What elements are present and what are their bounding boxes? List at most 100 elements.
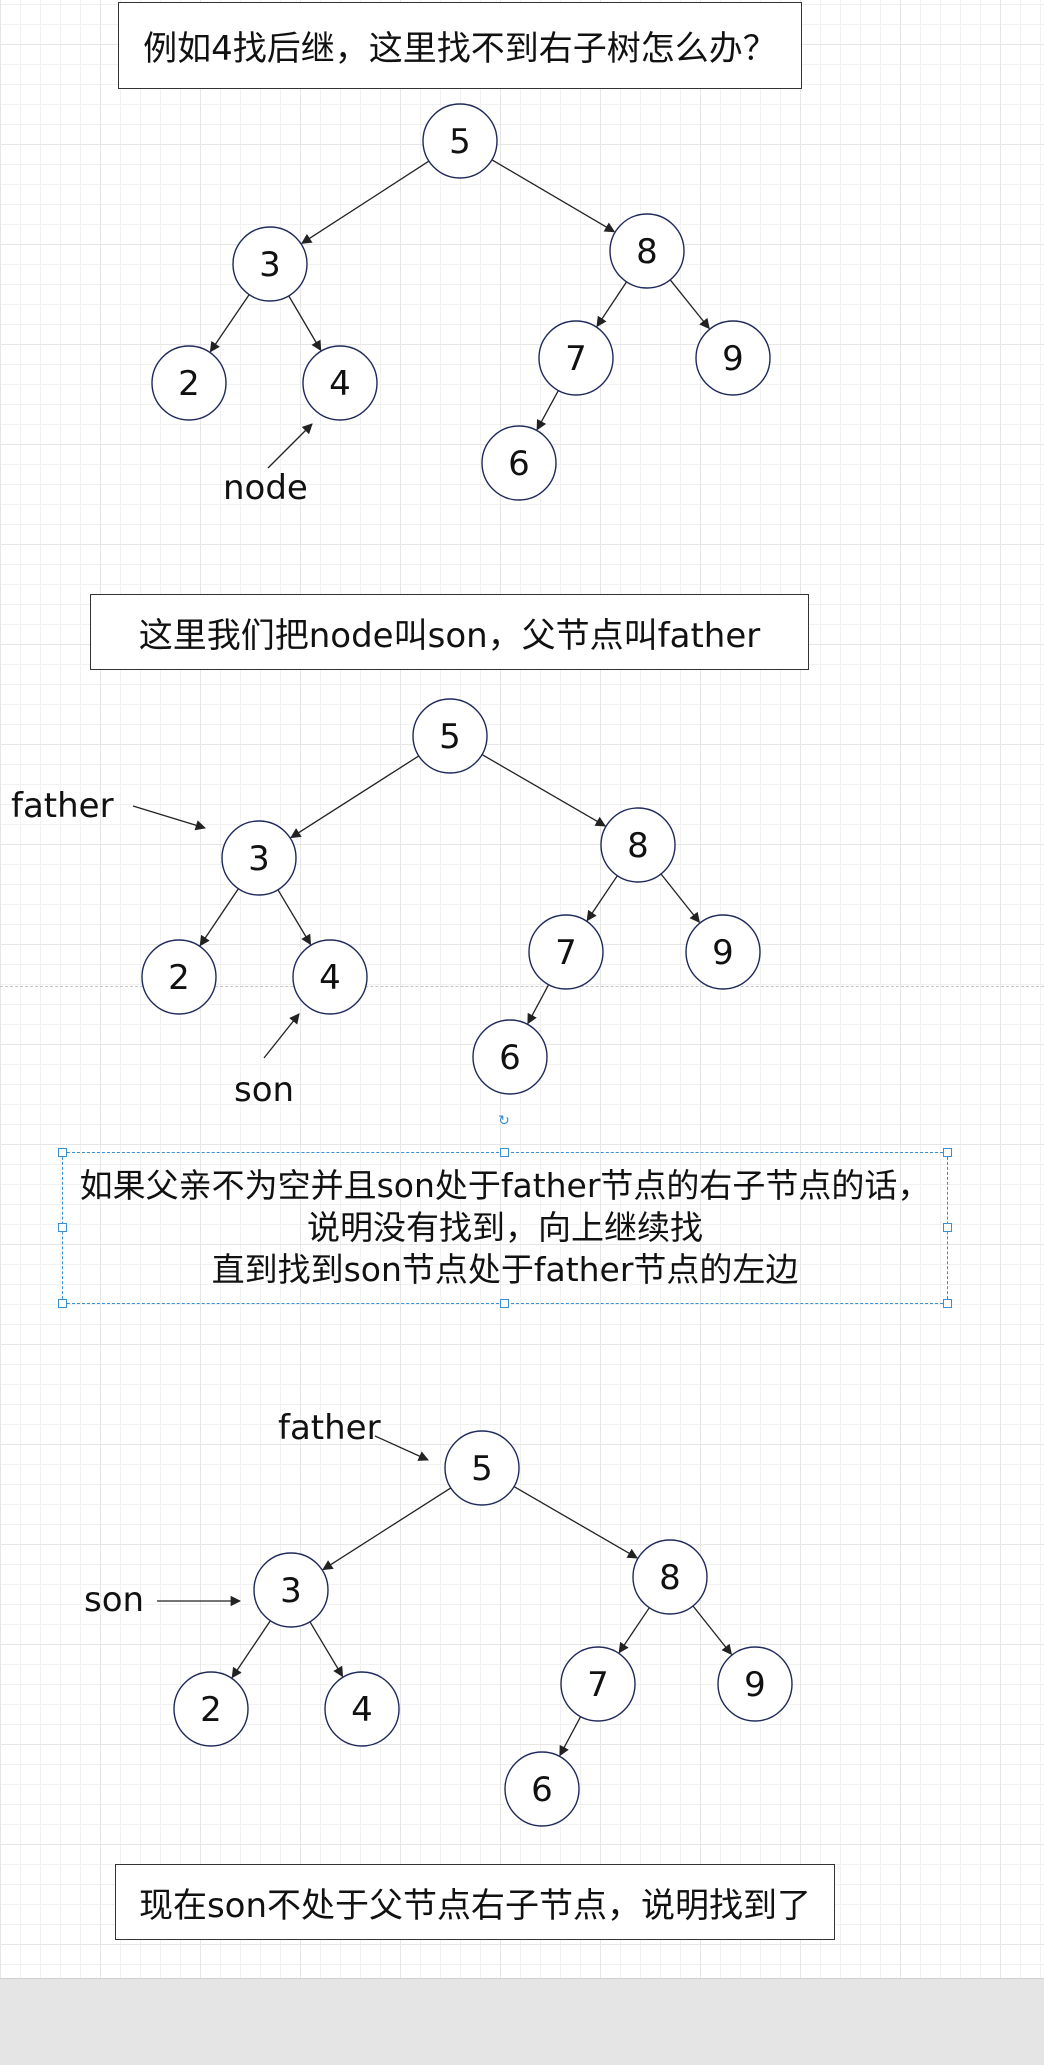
section3-node-n2[interactable] [173, 1671, 249, 1747]
section3-node-n7[interactable] [560, 1646, 636, 1722]
explanation-line-2: 说明没有找到，向上继续找 [307, 1208, 703, 1247]
section1-node-label-n9: 9 [722, 339, 744, 379]
section3-node-label-n8: 8 [659, 1558, 681, 1598]
section1-edge-n5-n3 [301, 160, 430, 244]
section3-father-arrow [374, 1435, 429, 1461]
section2-node-n5[interactable] [412, 698, 488, 774]
section1-node-n3[interactable] [232, 226, 308, 302]
section2-son-arrow [263, 1013, 300, 1059]
section3-edge-n3-n4 [309, 1621, 344, 1678]
section2-edge-n8-n7 [586, 875, 618, 922]
section1-edge-n5-n8 [491, 159, 616, 233]
section2-node-label-n2: 2 [168, 958, 190, 998]
section3-son-label: son [84, 1580, 145, 1620]
resize-handle-bl[interactable] [58, 1299, 67, 1308]
section2-node-label-n3: 3 [248, 839, 270, 879]
resize-handle-br[interactable] [943, 1299, 952, 1308]
explanation-line-1: 如果父亲不为空并且son处于father节点的右子节点的话， [79, 1166, 931, 1205]
diagram-canvas[interactable] [0, 0, 1044, 1978]
section3-node-label-n5: 5 [471, 1449, 493, 1489]
section1-node-n4[interactable] [302, 345, 378, 421]
resize-handle-tl[interactable] [58, 1148, 67, 1157]
section3-edge-n3-n2 [231, 1620, 271, 1679]
section1-node-label-n6: 6 [508, 444, 530, 484]
section2-node-label-n4: 4 [319, 958, 341, 998]
section1-node-n8[interactable] [609, 213, 685, 289]
section3-father-label: father [278, 1408, 381, 1448]
section3-node-label-n7: 7 [587, 1665, 609, 1705]
section1-node-n9[interactable] [695, 320, 771, 396]
explanation-line-3: 直到找到son节点处于father节点的左边 [211, 1250, 799, 1289]
section2-son-label: son [234, 1070, 295, 1110]
section2-title-box[interactable]: 这里我们把node叫son，父节点叫father [90, 594, 809, 670]
section1-node-label-n5: 5 [449, 122, 471, 162]
section2-father-arrow [132, 805, 206, 831]
section2-node-n7[interactable] [528, 914, 604, 990]
section1-node-n6[interactable] [481, 425, 557, 501]
section1-edge-n8-n9 [669, 279, 710, 330]
section3-node-label-n6: 6 [531, 1770, 553, 1810]
conclusion-text: 现在son不处于父节点右子节点，说明找到了 [138, 1885, 812, 1926]
section2-edge-n3-n4 [277, 889, 312, 946]
alignment-guide [0, 986, 1044, 987]
section3-node-n4[interactable] [324, 1671, 400, 1747]
section2-node-label-n6: 6 [499, 1038, 521, 1078]
section1-node-label-n2: 2 [178, 364, 200, 404]
section2-edge-n5-n3 [290, 755, 420, 839]
section1-edge-n3-n2 [209, 294, 250, 353]
resize-handle-mr[interactable] [943, 1223, 952, 1232]
section3-edge-n8-n7 [618, 1607, 650, 1654]
section1-node-label-n8: 8 [636, 232, 658, 272]
section3-edge-n7-n6 [559, 1716, 582, 1757]
section3-node-n6[interactable] [504, 1751, 580, 1827]
section3-node-n8[interactable] [632, 1539, 708, 1615]
section2-title: 这里我们把node叫son，父节点叫father [138, 615, 761, 656]
tree-diagrams: 5 3 8 2 4 7 9 6 5 3 8 2 4 7 9 6 5 3 8 2 4 7 9 6 [132, 103, 793, 1827]
node-pointer-arrow [267, 423, 313, 469]
section3-node-n5[interactable] [444, 1430, 520, 1506]
section3-node-label-n2: 2 [200, 1690, 222, 1730]
section3-edge-n5-n3 [322, 1487, 452, 1571]
section3-edge-n8-n9 [692, 1605, 733, 1656]
section2-node-n4[interactable] [292, 939, 368, 1015]
section1-node-label-n3: 3 [259, 245, 281, 285]
section3-node-label-n4: 4 [351, 1690, 373, 1730]
section1-node-n7[interactable] [538, 320, 614, 396]
section1-edge-n8-n7 [596, 281, 628, 328]
section2-node-n6[interactable] [472, 1019, 548, 1095]
section2-node-n3[interactable] [221, 820, 297, 896]
section3-node-n3[interactable] [253, 1552, 329, 1628]
section3-edge-n5-n8 [513, 1485, 639, 1559]
section2-node-label-n7: 7 [555, 933, 577, 973]
conclusion-box[interactable]: 现在son不处于父节点右子节点，说明找到了 [115, 1864, 835, 1940]
section2-edge-n7-n6 [527, 984, 550, 1025]
section2-node-n8[interactable] [600, 807, 676, 883]
section1-node-label-n4: 4 [329, 364, 351, 404]
section3-node-label-n9: 9 [744, 1665, 766, 1705]
resize-handle-ml[interactable] [58, 1223, 67, 1232]
resize-handle-bm[interactable] [500, 1299, 509, 1308]
section2-edge-n5-n8 [481, 753, 607, 827]
rotate-icon[interactable]: ↻ [498, 1113, 510, 1129]
resize-handle-tm[interactable] [500, 1148, 509, 1157]
section1-title: 例如4找后继，这里找不到右子树怎么办？ [143, 29, 777, 69]
section2-node-label-n5: 5 [439, 717, 461, 757]
section3-node-n9[interactable] [717, 1646, 793, 1722]
section2-node-n2[interactable] [141, 939, 217, 1015]
section1-node-n2[interactable] [151, 345, 227, 421]
node-pointer-label: node [223, 468, 308, 508]
section2-node-label-n8: 8 [627, 826, 649, 866]
section1-node-n5[interactable] [422, 103, 498, 179]
section1-edge-n3-n4 [288, 295, 322, 352]
section1-edge-n7-n6 [536, 390, 559, 431]
section2-edge-n3-n2 [199, 888, 239, 947]
section2-edge-n8-n9 [660, 873, 701, 924]
section1-node-label-n7: 7 [565, 339, 587, 379]
section2-node-label-n9: 9 [712, 933, 734, 973]
section1-title-box[interactable]: 例如4找后继，这里找不到右子树怎么办？ [118, 2, 802, 89]
section2-father-label: father [11, 786, 114, 826]
bottom-panel [0, 1978, 1044, 2065]
resize-handle-tr[interactable] [943, 1148, 952, 1157]
section3-node-label-n3: 3 [280, 1571, 302, 1611]
section2-node-n9[interactable] [685, 914, 761, 990]
